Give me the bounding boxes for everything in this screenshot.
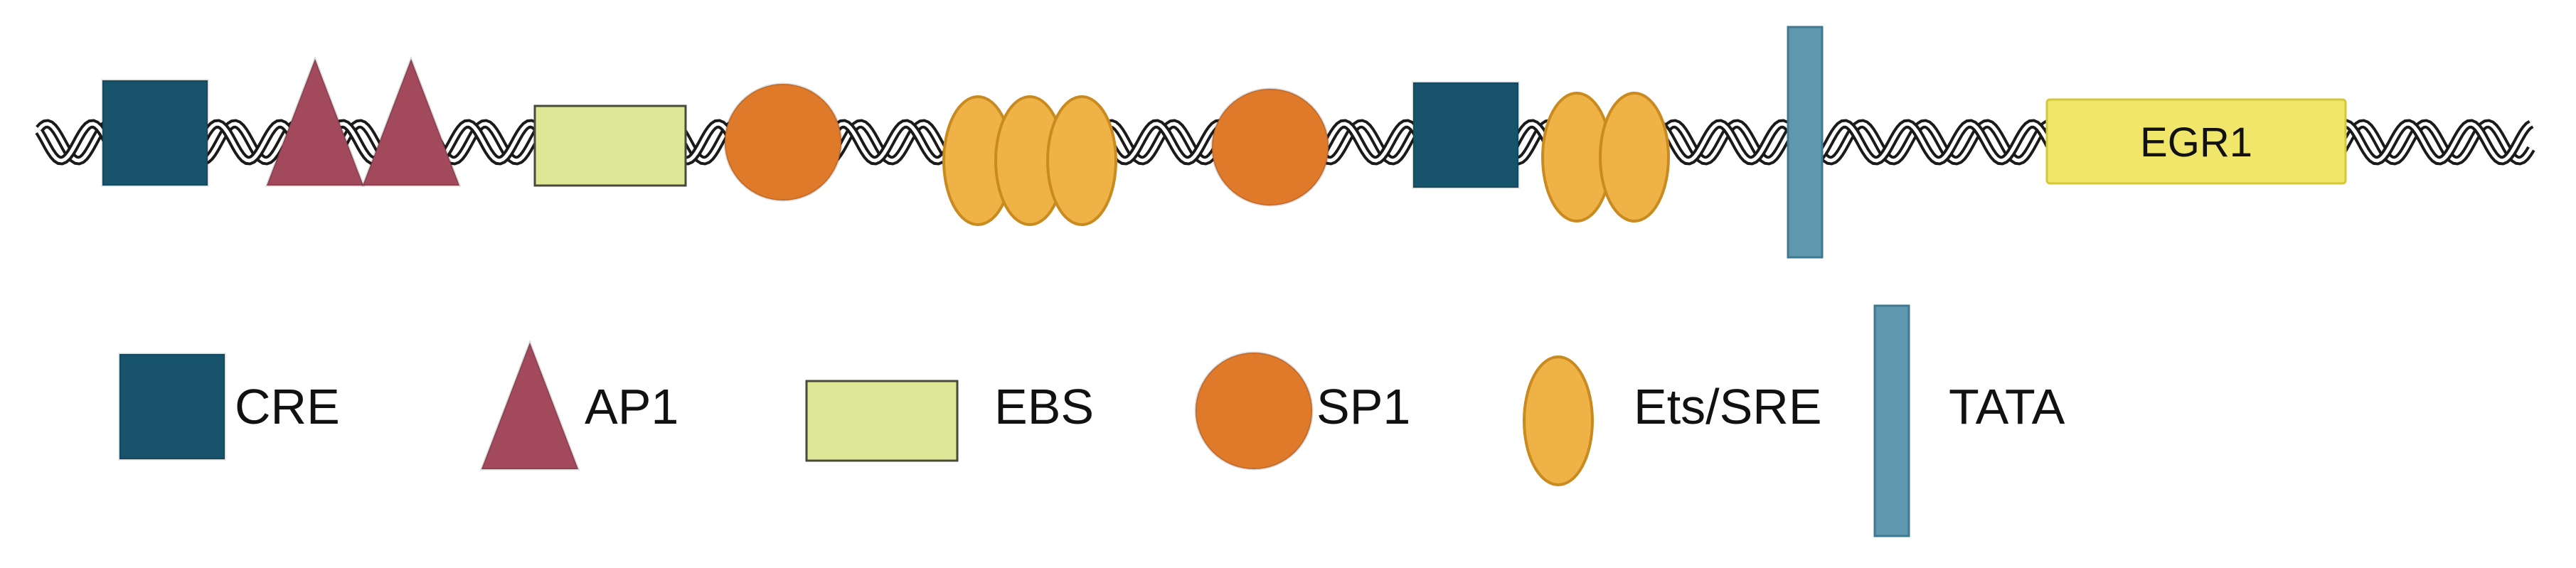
egr1-gene: EGR1 — [2045, 98, 2347, 185]
legend-cre-label: CRE — [235, 379, 340, 434]
promoter-ap1-1 — [265, 55, 366, 187]
legend-ets-sre-label: Ets/SRE — [1634, 379, 1822, 434]
legend-item-ap1: AP1 — [479, 339, 678, 471]
promoter-sp1-4 — [723, 82, 843, 202]
legend-ap1-swatch — [479, 339, 580, 471]
legend-ebs-swatch — [805, 380, 959, 462]
promoter-cre-0 — [101, 79, 209, 187]
legend-sp1-label: SP1 — [1316, 379, 1410, 434]
promoter-ets-sre-7 — [1046, 95, 1117, 226]
promoter-ebs-3 — [533, 105, 687, 187]
egr1-gene-label: EGR1 — [2140, 119, 2252, 166]
legend-tata-swatch — [1873, 304, 1910, 537]
promoter-ets-sre-11 — [1599, 92, 1670, 223]
legend-cre-swatch — [118, 353, 226, 461]
promoter-elements — [101, 26, 1824, 259]
promoter-tata-12 — [1787, 26, 1824, 259]
legend: CRE AP1 EBS SP1 Ets/SRE TATA — [118, 304, 2065, 537]
legend-item-tata: TATA — [1873, 304, 2065, 537]
legend-ebs-label: EBS — [994, 379, 1094, 434]
legend-tata-label: TATA — [1949, 379, 2065, 434]
legend-ets-sre-swatch — [1523, 355, 1594, 486]
legend-item-ets-sre: Ets/SRE — [1523, 355, 1822, 486]
legend-item-cre: CRE — [118, 353, 340, 461]
egr1-gene-box — [2045, 98, 2347, 185]
promoter-ap1-2 — [361, 55, 462, 187]
legend-item-sp1: SP1 — [1194, 351, 1410, 471]
promoter-cre-9 — [1412, 81, 1520, 189]
legend-ap1-label: AP1 — [585, 379, 678, 434]
legend-sp1-swatch — [1194, 351, 1314, 471]
promoter-sp1-8 — [1210, 87, 1330, 207]
legend-item-ebs: EBS — [805, 379, 1094, 462]
